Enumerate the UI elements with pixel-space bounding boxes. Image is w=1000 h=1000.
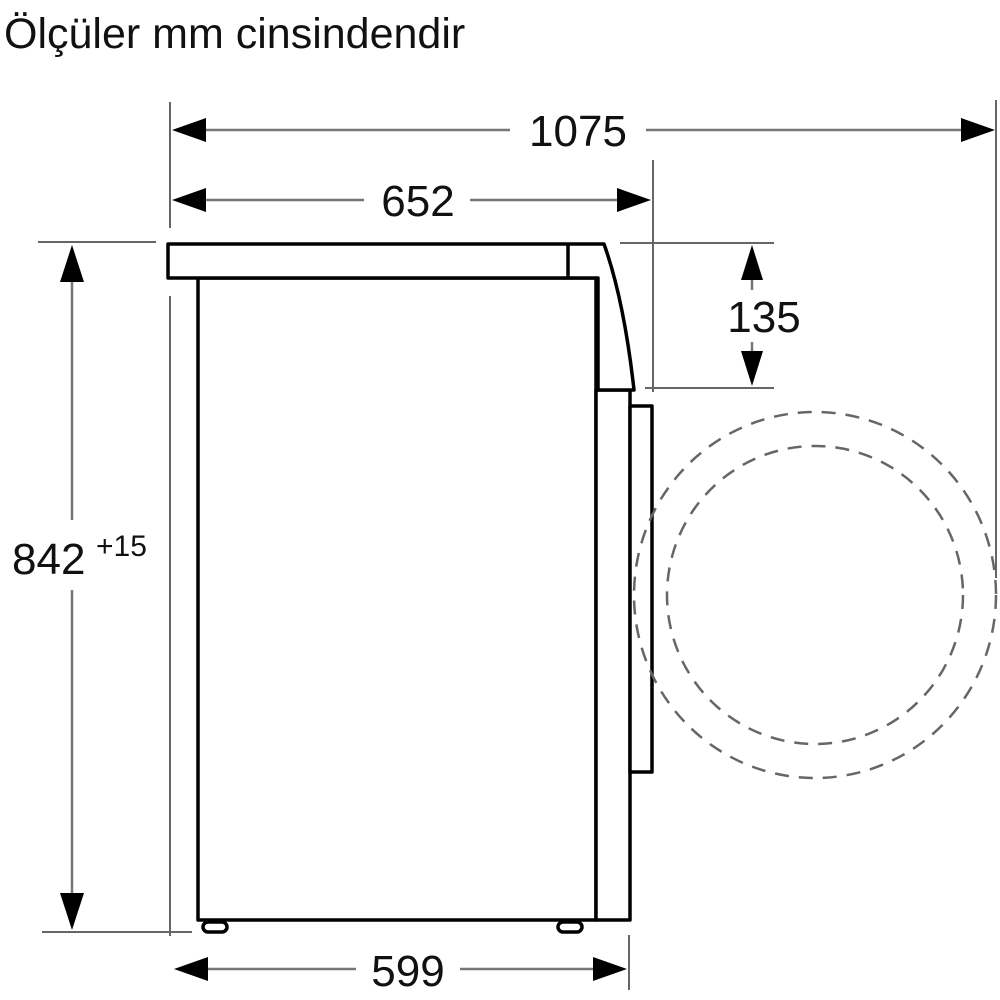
depth-label: 652 [381,177,454,226]
dimension-599: 599 [174,947,627,996]
rear-foot [556,920,584,934]
front-foot [201,920,229,934]
top-panel [166,242,636,392]
units-title: Ölçüler mm cinsindendir [4,10,465,58]
dimension-842: 842 +15 [12,245,147,930]
height-tolerance-label: +15 [96,530,147,563]
dimension-1075: 1075 [172,107,995,156]
appliance-outline [166,242,654,934]
dimension-135: 135 [727,245,801,386]
height-label: 842 [12,535,85,584]
top-offset-label: 135 [727,293,800,342]
total-depth-label: 1075 [529,107,627,156]
door-inner-swing [665,444,965,746]
door-outer-swing [632,410,998,780]
door [628,404,654,774]
front-panel [594,388,632,922]
door-swing-arcs [632,410,998,780]
cabinet-body [196,276,598,922]
width-label: 599 [371,947,444,996]
extension-lines [38,100,997,990]
dimension-652: 652 [172,177,651,226]
